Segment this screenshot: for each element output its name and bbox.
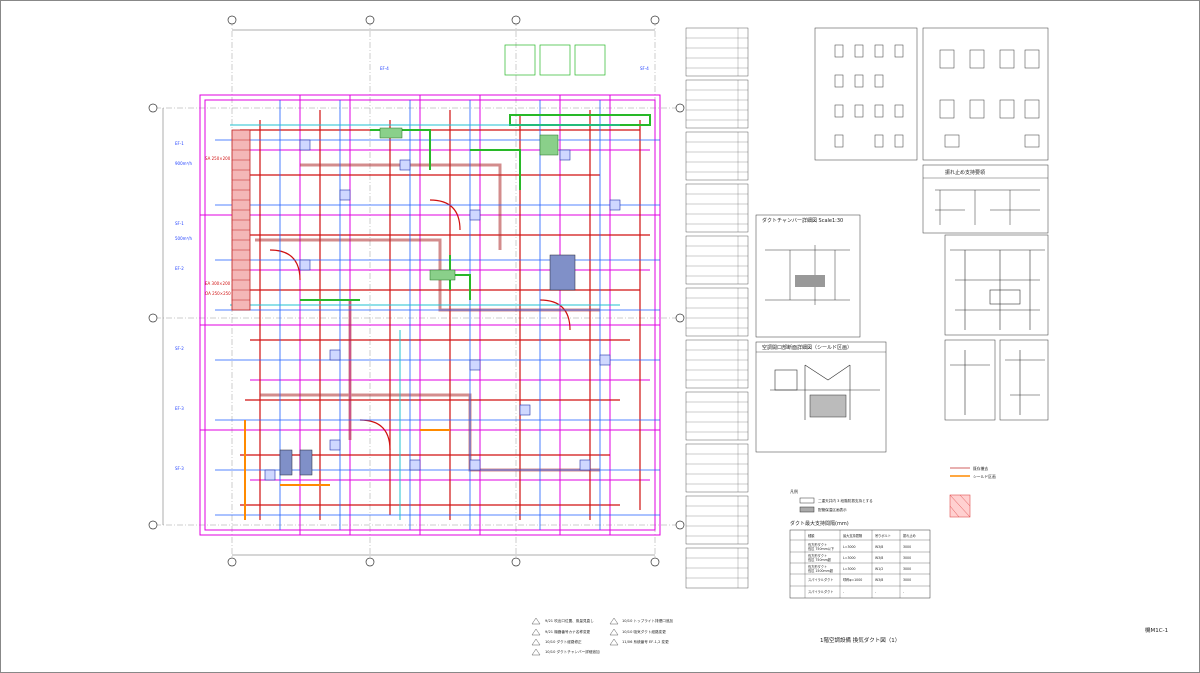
svg-text:EA 300×200: EA 300×200 <box>205 281 231 286</box>
chamber-detail-title: ダクトチャンバー詳細図 Scale1:30 <box>762 217 843 224</box>
svg-text:SF-3: SF-3 <box>175 466 184 471</box>
line-legend: 既存撤去 シールド区画 <box>949 466 996 518</box>
table-cell: 長方形ダクト <box>808 542 827 547</box>
svg-text:500m³/h: 500m³/h <box>175 236 192 241</box>
sway-brace-panel: 振れ止め支持要領 <box>922 164 1049 234</box>
table-cell: - <box>843 590 844 594</box>
table-cell: 長方形ダクト <box>808 553 827 558</box>
revision-list: 9/21 吹出口位置、風量見直し 9/21 機器番号カナ名称変更 10/10 ダ… <box>545 618 673 654</box>
table-cell: W3/8 <box>875 545 883 549</box>
legend-label-2: シールド区画 <box>973 474 996 479</box>
table-cell: 3000 <box>903 567 911 571</box>
shield-detail-title: 空調開口部断面詳細図（シールド区画） <box>762 344 852 351</box>
equipment-schedule <box>685 27 749 589</box>
table-head-5: 振れ止め <box>903 533 916 538</box>
sheet-number: 機M1C-1 <box>1145 626 1168 634</box>
table-cell: 長辺 750mm以下 <box>808 546 835 551</box>
revision-5: 10/10 トップライト排煙口追加 <box>622 618 673 623</box>
svg-text:EF-3: EF-3 <box>175 406 184 411</box>
table-cell: 3000 <box>903 545 911 549</box>
revision-4: 10/10 ダクトチャンバー詳細追加 <box>545 649 600 654</box>
svg-text:OA 250×250: OA 250×250 <box>205 291 231 296</box>
notes-header: 凡例 <box>790 488 798 494</box>
table-head-1: 種類 <box>808 533 815 538</box>
title-block: 1階空調設備 換気ダクト図（1） 機M1C-1 <box>820 626 1168 644</box>
svg-text:SF-4: SF-4 <box>640 66 649 71</box>
table-head-3: 最大支持間隔 <box>843 533 863 538</box>
legend-label-1: 既存撤去 <box>973 466 988 471</box>
table-cell: スパイラルダクト <box>808 589 834 594</box>
svg-text:900m³/h: 900m³/h <box>175 161 192 166</box>
table-cell: - <box>903 590 904 594</box>
table-cell: スパイラルダクト <box>808 577 834 582</box>
note-2: 配管保温区画表示 <box>818 507 847 512</box>
support-detail-panel <box>944 234 1049 336</box>
svg-text:SA 250×200: SA 250×200 <box>205 156 231 161</box>
shield-section-detail: 空調開口部断面詳細図（シールド区画） <box>755 341 887 453</box>
table-cell: - <box>875 590 876 594</box>
notes-block: 凡例 二重天井内 3 段階防振支持とする 配管保温区画表示 <box>790 488 873 513</box>
table-cell: W3/8 <box>875 556 883 560</box>
table-cell: W1/2 <box>875 567 883 571</box>
table-cell: W3/8 <box>875 578 883 582</box>
sway-brace-title: 振れ止め支持要領 <box>945 169 985 176</box>
table-cell: L=3000 <box>843 567 856 571</box>
duct-chamber-detail: ダクトチャンバー詳細図 Scale1:30 <box>755 214 861 338</box>
duct-spacing-title: ダクト最大支持間隔(mm) <box>790 520 849 527</box>
svg-text:EF-1: EF-1 <box>175 141 184 146</box>
revision-7: 11/06 系統番号 EF-1,2 変更 <box>622 639 669 644</box>
table-head-4: 吊りボルト <box>875 533 891 538</box>
table-cell: L=3000 <box>843 556 856 560</box>
revision-1: 9/21 吹出口位置、風量見直し <box>545 618 594 623</box>
revision-6: 10/10 吸気ダクト経路変更 <box>622 629 666 634</box>
table-cell: 長辺 1500mm超 <box>808 568 834 573</box>
revision-3: 10/10 ダクト経路修正 <box>545 639 582 644</box>
table-cell: 3000 <box>903 556 911 560</box>
table-cell: L=3000 <box>843 545 856 549</box>
wall-penetration-detail <box>944 339 1049 421</box>
table-cell: 3000 <box>903 578 911 582</box>
svg-text:EF-2: EF-2 <box>175 266 184 271</box>
duct-spacing-table: ダクト最大支持間隔(mm) 種類 最大支持間隔 吊りボルト 振れ止め 長方形ダク… <box>789 520 931 599</box>
hanger-detail-panel <box>814 27 1049 161</box>
svg-text:EF-4: EF-4 <box>380 66 389 71</box>
table-cell: 呼称φ=1000 <box>843 577 862 582</box>
table-cell: 長方形ダクト <box>808 564 827 569</box>
svg-text:SF-1: SF-1 <box>175 221 184 226</box>
table-cell: 長辺 750mm超 <box>808 557 832 562</box>
svg-text:SF-2: SF-2 <box>175 346 184 351</box>
note-1: 二重天井内 3 段階防振支持とする <box>818 498 873 503</box>
sheet-title: 1階空調設備 換気ダクト図（1） <box>820 636 900 644</box>
revision-2: 9/21 機器番号カナ名称変更 <box>545 629 591 634</box>
